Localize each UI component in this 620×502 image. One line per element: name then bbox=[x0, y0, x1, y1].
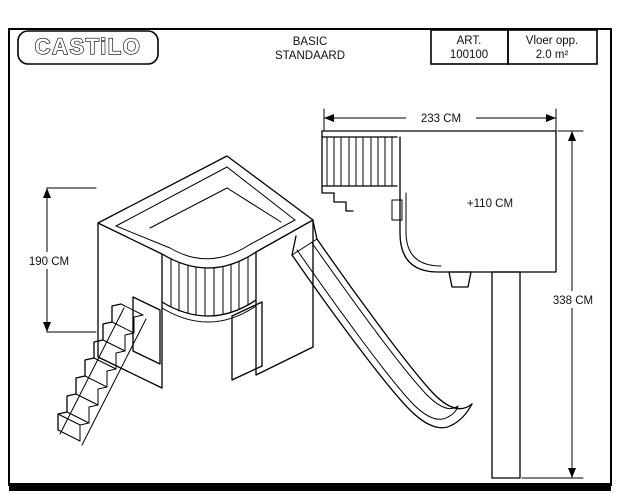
logo-box bbox=[17, 30, 159, 65]
dimension-width: 233 CM bbox=[323, 108, 557, 132]
sheet-title-line1: BASIC bbox=[293, 36, 328, 48]
art-number-box: ART. 100100 bbox=[430, 29, 509, 65]
tower-walls bbox=[97, 219, 314, 389]
railing-slats bbox=[326, 136, 393, 187]
art-label: ART. bbox=[457, 35, 482, 47]
total-height-dimension-label: 338 CM bbox=[553, 295, 593, 307]
dimension-rail-height: 190 CM bbox=[22, 187, 97, 333]
sheet-border bbox=[8, 28, 612, 491]
rail-height-dimension-label: 190 CM bbox=[29, 256, 69, 268]
right-window-opening bbox=[231, 301, 263, 381]
slide bbox=[291, 220, 473, 429]
isometric-view: 190 CM bbox=[22, 155, 473, 446]
dimension-total-height: 338 CM bbox=[521, 130, 601, 479]
floor-area-value: 2.0 m² bbox=[536, 49, 569, 61]
side-elevation-view: +110 CM 233 CM 338 CM bbox=[321, 108, 601, 479]
panel-slats bbox=[170, 256, 249, 317]
slide-entry-edge bbox=[291, 238, 318, 256]
stair-stringer-far bbox=[81, 318, 147, 446]
sheet-title-line2: STANDAARD bbox=[275, 50, 345, 62]
tower-inner-floor bbox=[149, 187, 282, 229]
curved-slat-panel bbox=[161, 251, 257, 389]
art-number: 100100 bbox=[450, 49, 488, 61]
floor-area-label: Vloer opp. bbox=[526, 35, 578, 47]
tower-top-rim bbox=[97, 155, 314, 269]
side-view-stair-railing bbox=[321, 130, 398, 212]
side-view-bracket bbox=[391, 199, 403, 221]
slide-end-cap bbox=[451, 403, 473, 426]
floor-area-box: Vloer opp. 2.0 m² bbox=[507, 29, 598, 65]
sheet-border-bottom-bar bbox=[9, 483, 611, 491]
width-dimension-label: 233 CM bbox=[421, 113, 461, 125]
side-view-support-post bbox=[491, 271, 521, 479]
left-window-opening bbox=[132, 296, 161, 365]
stairs bbox=[57, 303, 147, 446]
header: CASTiLO BASIC STANDAARD ART. 100100 Vloe… bbox=[17, 29, 598, 65]
side-view-slide-mount bbox=[448, 271, 472, 288]
stair-stringer-near bbox=[59, 307, 125, 435]
side-view-top-steps bbox=[321, 192, 354, 212]
side-view-platform: +110 CM bbox=[391, 130, 557, 479]
platform-height-label: +110 CM bbox=[467, 198, 513, 210]
brand-logo: CASTiLO bbox=[35, 34, 142, 59]
